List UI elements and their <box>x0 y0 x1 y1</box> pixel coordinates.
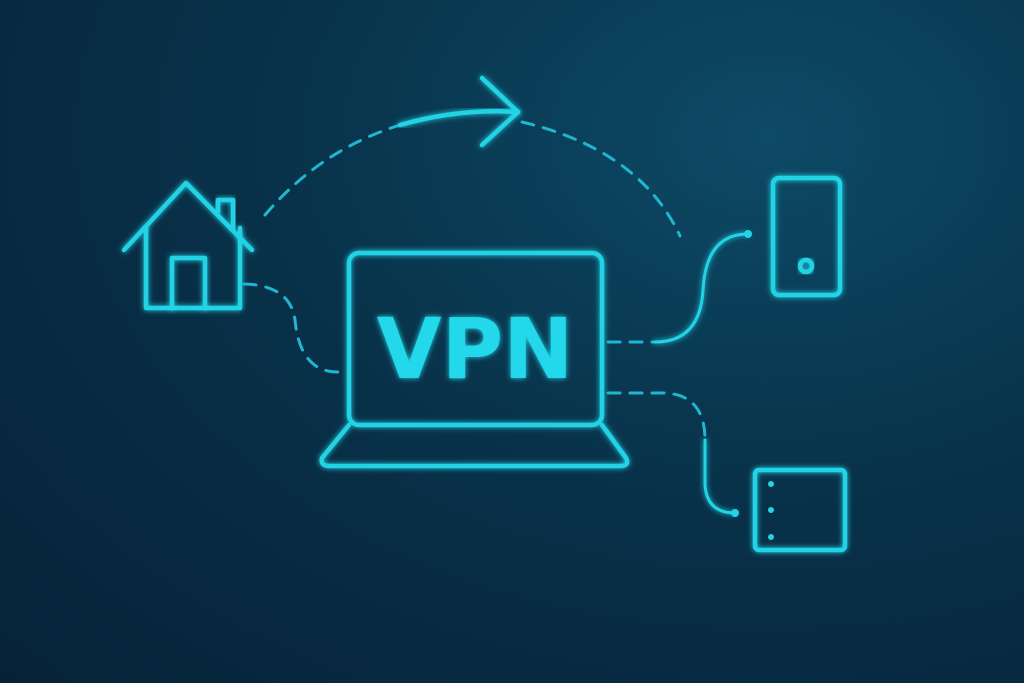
connection-house-laptop <box>242 282 340 374</box>
connection-dot-icon <box>744 230 752 238</box>
server-tower-icon <box>770 175 843 298</box>
laptop-icon: VPN <box>319 250 630 469</box>
house-icon <box>121 180 255 311</box>
vpn-label: VPN <box>377 300 574 398</box>
connection-dot-icon <box>731 509 739 517</box>
server-rack-icon <box>752 467 848 585</box>
connection-laptop-tower <box>606 230 752 344</box>
connection-laptop-rack <box>606 391 739 517</box>
arc-arrow <box>263 75 682 238</box>
